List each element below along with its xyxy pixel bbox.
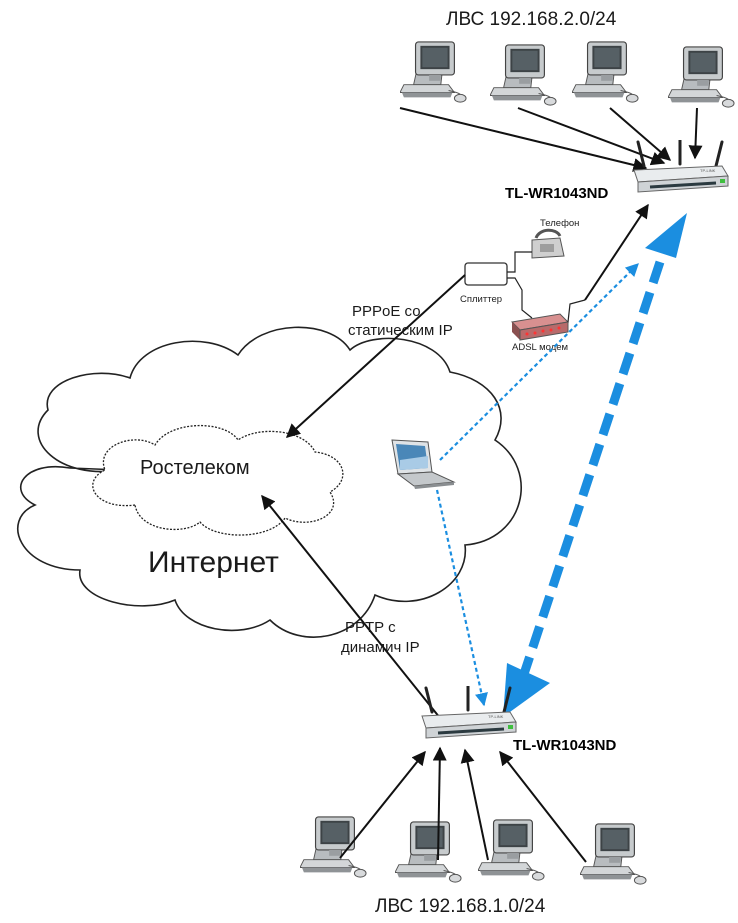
top-router-icon (632, 140, 730, 194)
pppoe-label-line1: PPPoE со (352, 303, 421, 320)
top-lan-wires (399, 107, 703, 172)
bottom-lan-title: ЛВС 192.168.1.0/24 (375, 896, 546, 917)
bottom-pc-2-icon (395, 821, 462, 883)
pppoe-label-line2: статическим IP (348, 322, 453, 339)
internet-cloud (17, 326, 522, 638)
bottom-pc-4-icon (580, 823, 647, 885)
internet-label: Интернет (148, 546, 279, 579)
phone-label: Телефон (540, 218, 579, 229)
top-pc-1-icon (400, 41, 467, 103)
vpn-tunnel-arrow (503, 213, 687, 717)
adsl-modem-label: ADSL модем (512, 342, 568, 353)
top-pc-4-icon (668, 46, 735, 108)
pppoe-link (285, 274, 466, 438)
pptp-label-line2: динамич IP (341, 639, 420, 656)
top-lan-title: ЛВС 192.168.2.0/24 (446, 9, 617, 30)
pptp-label-line1: PPTP с (345, 619, 396, 636)
splitter-icon (464, 262, 508, 286)
pptp-link (261, 494, 441, 719)
laptop-to-top-router-wifi (439, 263, 639, 461)
isp-label: Ростелеком (140, 457, 250, 479)
adsl-modem-icon (510, 313, 570, 341)
top-pc-2-icon (490, 44, 557, 106)
modem-to-router-wire (584, 203, 649, 301)
bottom-pc-3-icon (478, 819, 545, 881)
bottom-lan-wires (339, 746, 587, 863)
top-pc-3-icon (572, 41, 639, 103)
splitter-label: Сплиттер (460, 294, 502, 305)
laptop-to-bottom-router-wifi (435, 489, 488, 707)
top-router-label: TL-WR1043ND (505, 185, 609, 202)
phone-icon (531, 228, 565, 259)
adsl-wires (507, 251, 586, 323)
bottom-router-label: TL-WR1043ND (513, 737, 617, 754)
bottom-pc-1-icon (300, 816, 367, 878)
